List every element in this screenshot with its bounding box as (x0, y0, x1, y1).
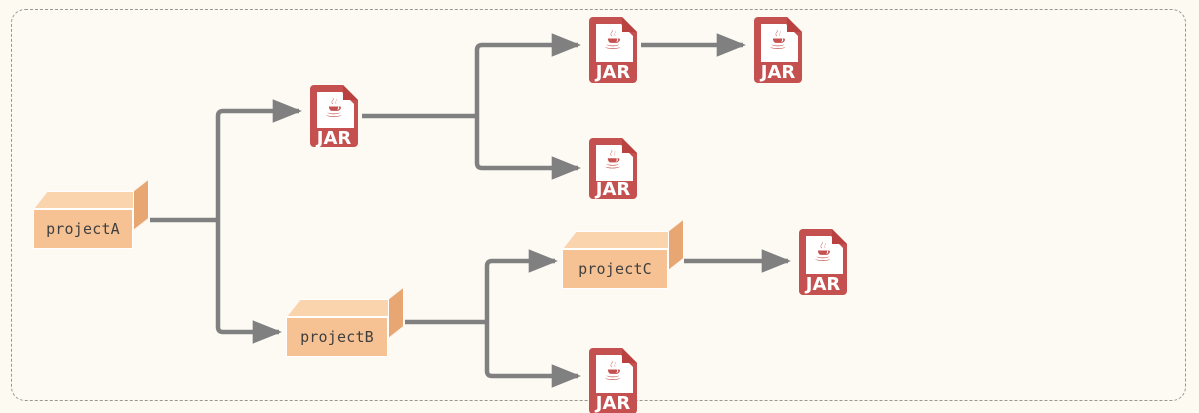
jar-file-shape (589, 17, 637, 83)
node-projectA[interactable]: projectA (33, 178, 149, 249)
java-cup-icon (326, 97, 342, 117)
java-cup-icon (770, 29, 786, 49)
jar-file-shape (589, 348, 637, 413)
projectA-label: projectA (46, 220, 120, 238)
jar-label-2: JAR (594, 62, 631, 83)
projectA-box-face: projectA (33, 209, 133, 249)
projectC-box-top (562, 231, 683, 249)
jar-file-shape (310, 85, 358, 147)
jar-label-4: JAR (594, 179, 631, 200)
projectC-label: projectC (578, 260, 652, 278)
java-cup-icon (605, 149, 620, 169)
node-jar-4[interactable]: JAR (585, 133, 641, 201)
jar-label-1: JAR (315, 128, 352, 148)
projectC-box-face: projectC (562, 249, 668, 289)
projectB-label: projectB (300, 328, 374, 346)
jar-file-shape (589, 138, 637, 199)
jar-label-6: JAR (594, 393, 631, 413)
java-cup-icon (815, 241, 831, 261)
jar-file-shape (754, 17, 802, 83)
node-jar-6[interactable]: JAR (585, 343, 641, 413)
java-cup-icon (605, 360, 621, 380)
projectB-box-face: projectB (286, 317, 388, 357)
jar-label-5: JAR (804, 274, 841, 295)
node-jar-3[interactable]: JAR (750, 12, 806, 85)
node-projectB[interactable]: projectB (286, 286, 404, 357)
node-jar-5[interactable]: JAR (795, 224, 851, 297)
jar-label-3: JAR (759, 62, 796, 83)
projectB-box-top (286, 299, 403, 317)
node-jar-2[interactable]: JAR (585, 12, 641, 85)
projectA-box-top (33, 191, 148, 209)
node-jar-1[interactable]: JAR (306, 84, 362, 148)
java-cup-icon (605, 29, 621, 49)
node-projectC[interactable]: projectC (562, 218, 684, 289)
jar-file-shape (799, 229, 847, 295)
